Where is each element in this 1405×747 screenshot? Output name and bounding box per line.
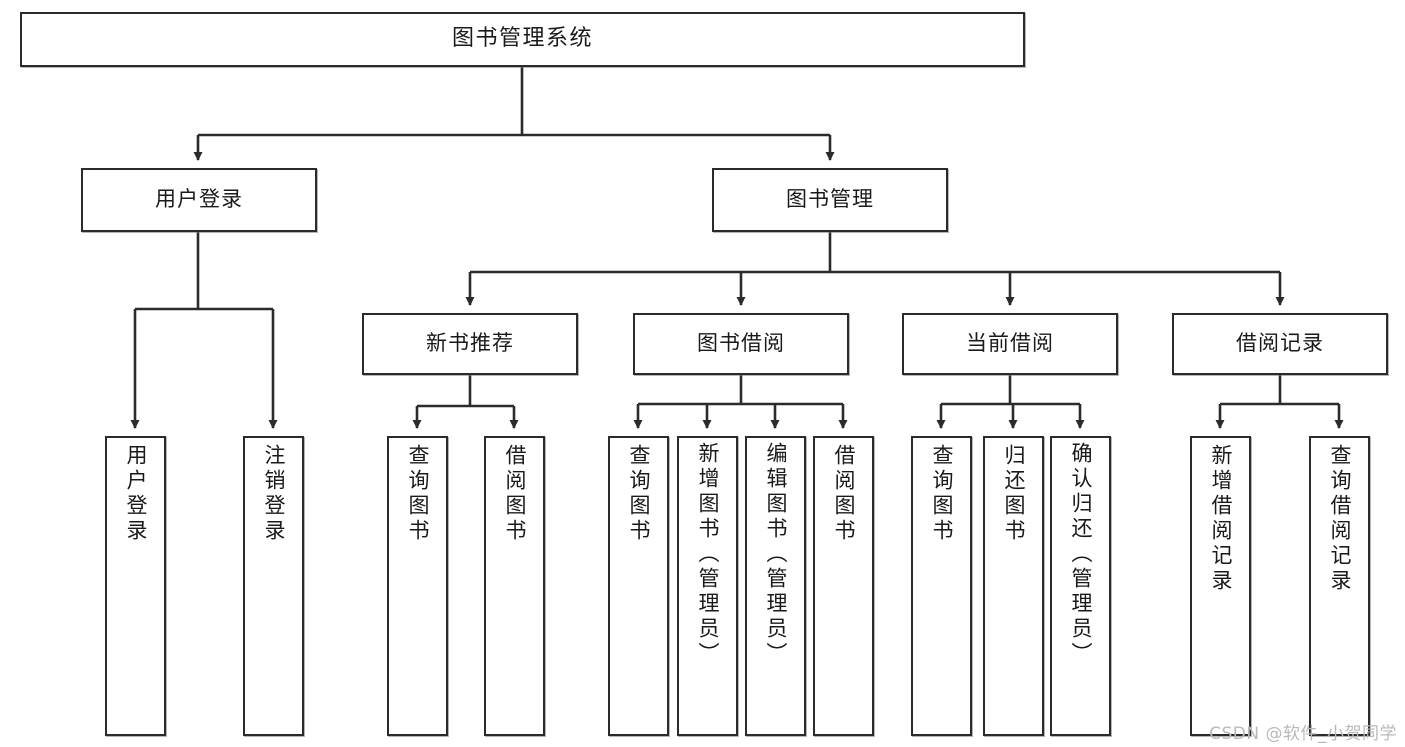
watermark-text: CSDN @软件_小贺同学 bbox=[1209, 724, 1397, 744]
node-leaf[interactable]: 借阅图书 bbox=[813, 436, 874, 736]
node-root-label: 图书管理系统 bbox=[451, 26, 593, 52]
node-leaf[interactable]: 查询借阅记录 bbox=[1309, 436, 1370, 736]
node-leaf[interactable]: 编辑图书（管理员） bbox=[745, 436, 806, 736]
node-level2-book-management-label: 图书管理 bbox=[786, 187, 874, 212]
node-leaf[interactable]: 新增借阅记录 bbox=[1190, 436, 1251, 736]
node-level3-current-borrow[interactable]: 当前借阅 bbox=[902, 313, 1118, 375]
node-leaf-label: 归还图书 bbox=[1002, 444, 1026, 544]
node-leaf[interactable]: 注销登录 bbox=[243, 436, 304, 736]
node-level2-user-login[interactable]: 用户登录 bbox=[81, 168, 317, 232]
node-level2-user-login-label: 用户登录 bbox=[155, 187, 243, 212]
node-leaf[interactable]: 查询图书 bbox=[911, 436, 972, 736]
node-leaf[interactable]: 用户登录 bbox=[105, 436, 166, 736]
node-leaf-label: 新增借阅记录 bbox=[1209, 444, 1233, 594]
node-leaf-label: 编辑图书（管理员） bbox=[764, 442, 788, 667]
node-leaf-label: 查询借阅记录 bbox=[1328, 444, 1352, 594]
node-leaf[interactable]: 确认归还（管理员） bbox=[1050, 436, 1111, 736]
node-level3-book-borrow[interactable]: 图书借阅 bbox=[633, 313, 849, 375]
node-leaf-label: 查询图书 bbox=[627, 444, 651, 544]
node-leaf[interactable]: 借阅图书 bbox=[484, 436, 545, 736]
node-level3-current-borrow-label: 当前借阅 bbox=[966, 331, 1054, 356]
node-leaf[interactable]: 查询图书 bbox=[387, 436, 448, 736]
node-level3-new-book-recommend-label: 新书推荐 bbox=[426, 331, 514, 356]
node-level3-book-borrow-label: 图书借阅 bbox=[697, 331, 785, 356]
node-leaf-label: 新增图书（管理员） bbox=[696, 442, 720, 667]
node-level2-book-management[interactable]: 图书管理 bbox=[712, 168, 948, 232]
node-leaf-label: 借阅图书 bbox=[503, 444, 527, 544]
node-leaf[interactable]: 查询图书 bbox=[608, 436, 669, 736]
node-leaf[interactable]: 归还图书 bbox=[983, 436, 1044, 736]
node-leaf-label: 确认归还（管理员） bbox=[1069, 442, 1093, 667]
node-level3-new-book-recommend[interactable]: 新书推荐 bbox=[362, 313, 578, 375]
node-leaf-label: 用户登录 bbox=[124, 444, 148, 544]
node-leaf[interactable]: 新增图书（管理员） bbox=[677, 436, 738, 736]
node-leaf-label: 借阅图书 bbox=[832, 444, 856, 544]
node-level3-borrow-record[interactable]: 借阅记录 bbox=[1172, 313, 1388, 375]
node-leaf-label: 查询图书 bbox=[930, 444, 954, 544]
node-leaf-label: 查询图书 bbox=[406, 444, 430, 544]
node-level3-borrow-record-label: 借阅记录 bbox=[1236, 331, 1324, 356]
node-leaf-label: 注销登录 bbox=[262, 444, 286, 544]
node-root[interactable]: 图书管理系统 bbox=[20, 12, 1025, 67]
